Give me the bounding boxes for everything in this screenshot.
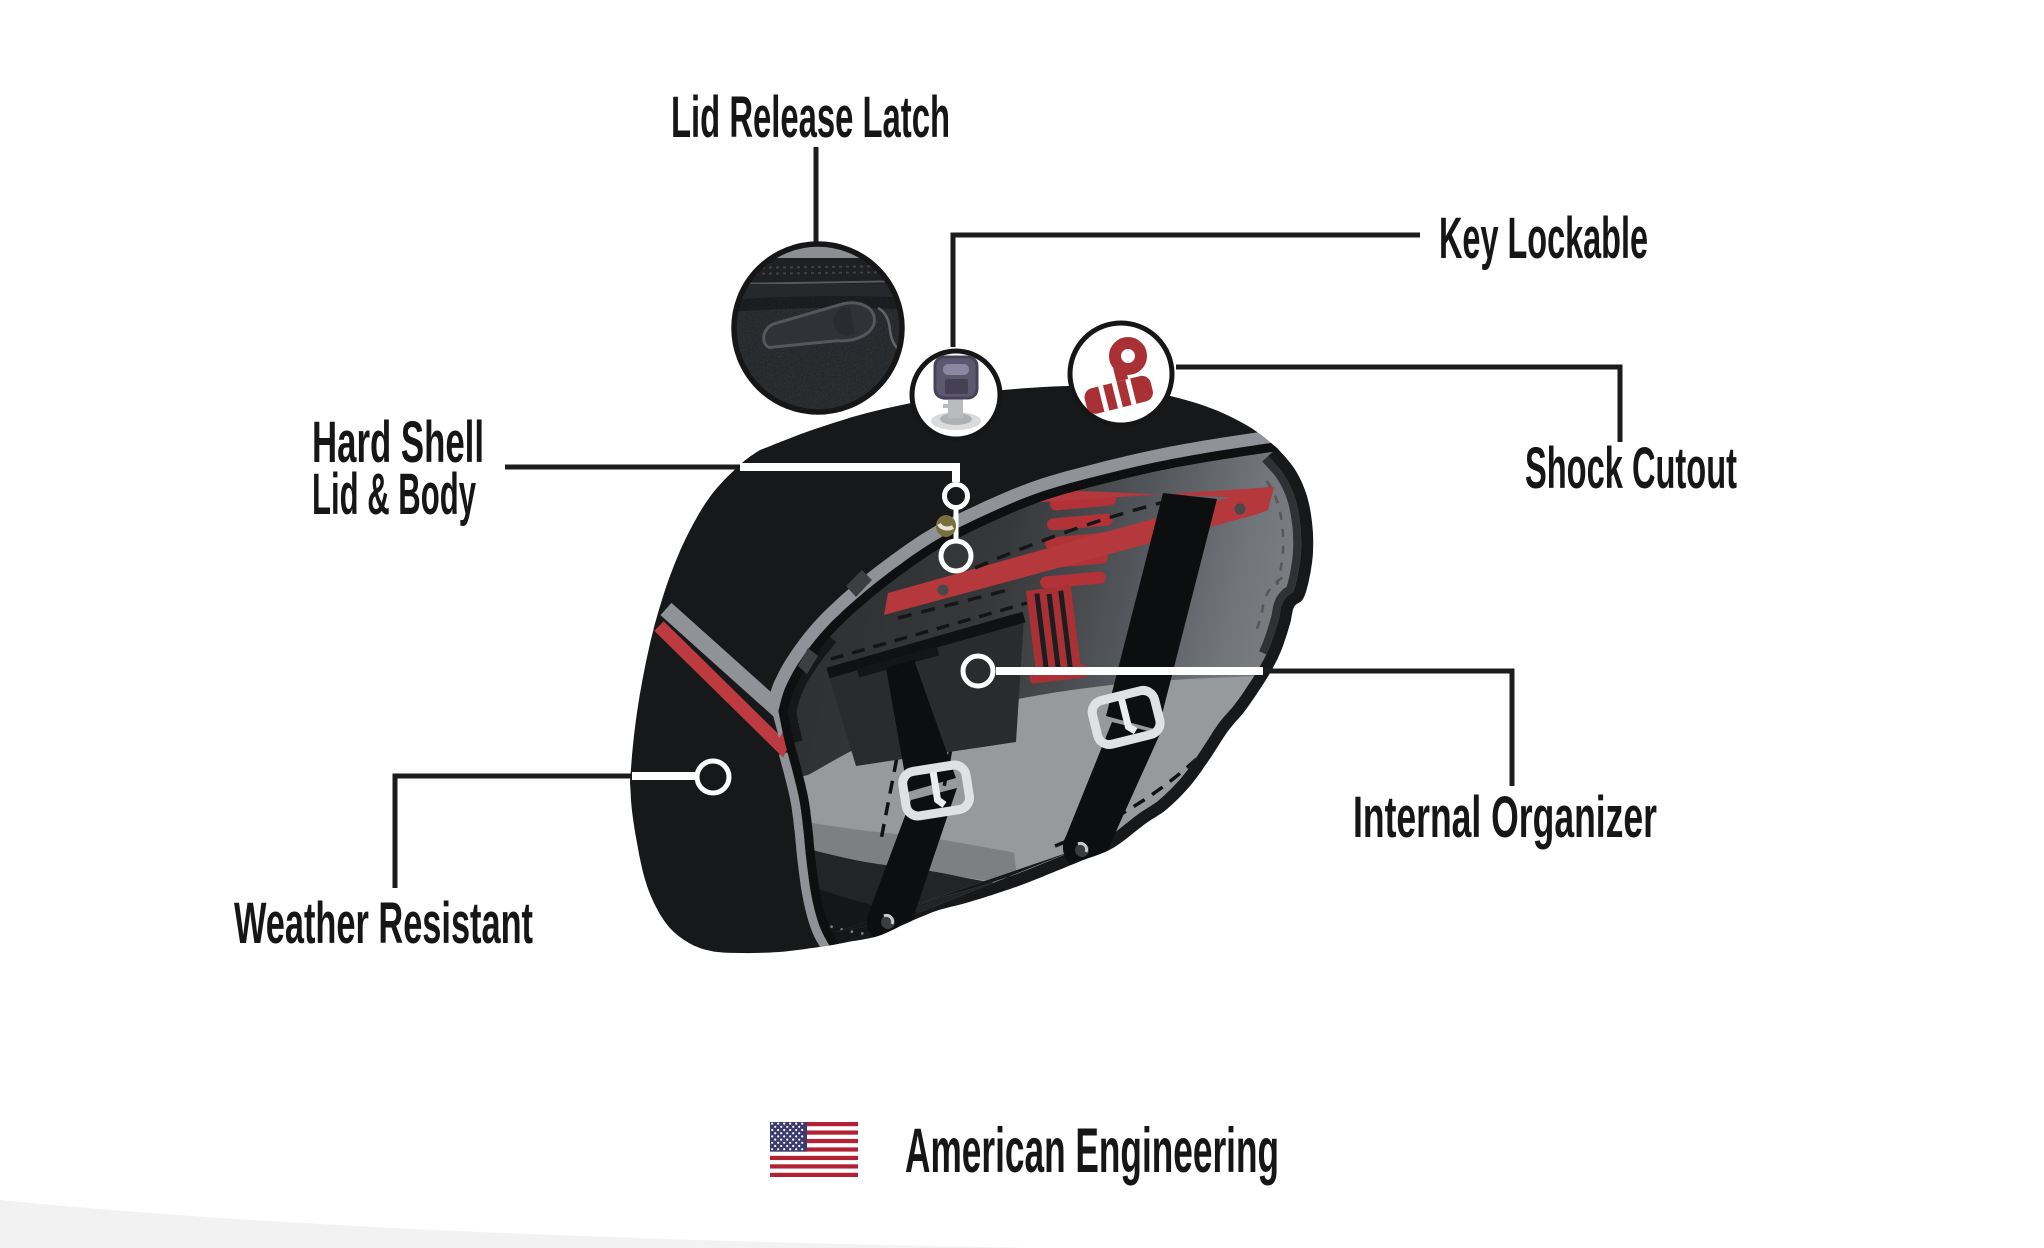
svg-text:Key Lockable: Key Lockable [1439, 206, 1648, 271]
svg-text:Lid & Body: Lid & Body [312, 462, 476, 527]
svg-text:Hard Shell: Hard Shell [312, 410, 484, 475]
svg-text:Shock Cutout: Shock Cutout [1525, 436, 1737, 501]
svg-text:Internal Organizer: Internal Organizer [1353, 785, 1657, 850]
svg-text:Lid Release Latch: Lid Release Latch [671, 85, 950, 150]
svg-text:American Engineering: American Engineering [905, 1116, 1279, 1186]
svg-text:Weather Resistant: Weather Resistant [234, 891, 533, 956]
